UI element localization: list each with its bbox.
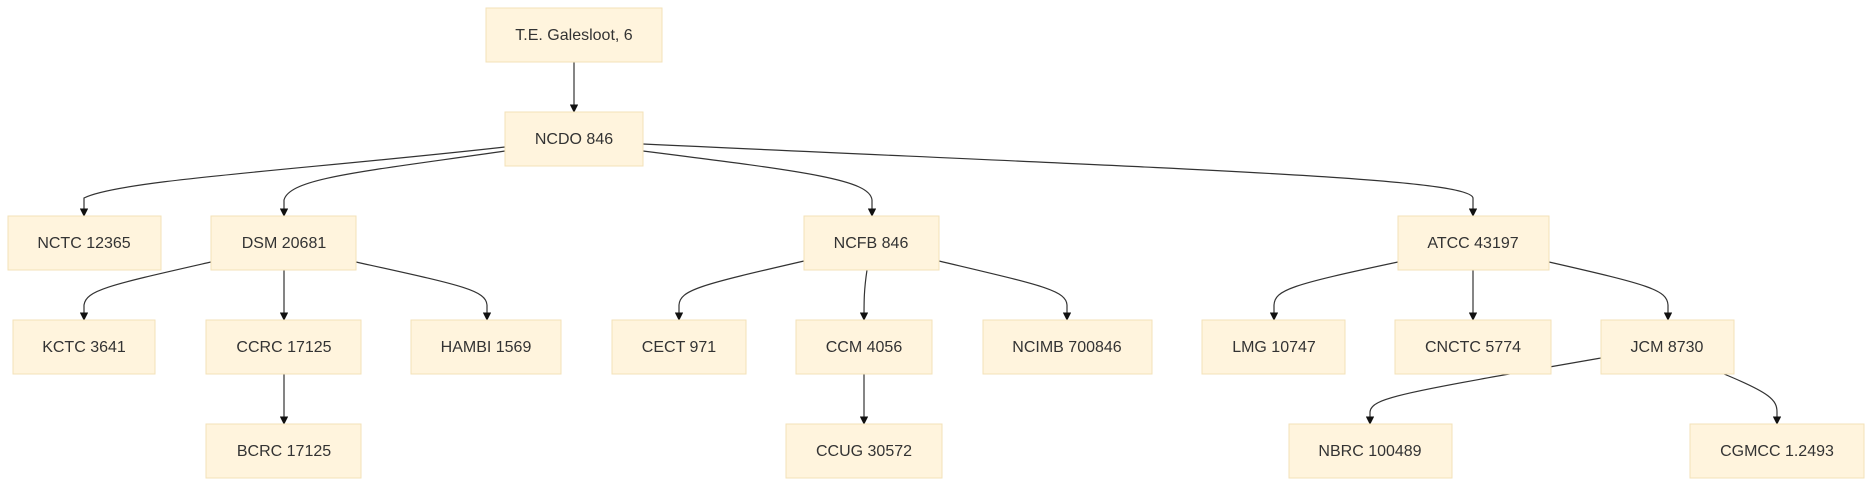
node-label: CGMCC 1.2493 — [1720, 443, 1834, 460]
node-cect971: CECT 971 — [611, 319, 747, 375]
node-label: BCRC 17125 — [237, 443, 331, 460]
node-label: JCM 8730 — [1631, 339, 1704, 356]
edge-ncfb846-cect971 — [674, 260, 805, 321]
node-nbrc100489: NBRC 100489 — [1288, 423, 1453, 479]
node-cgmcc12493: CGMCC 1.2493 — [1689, 423, 1865, 479]
node-label: CCM 4056 — [826, 339, 903, 356]
edge-atcc43197-jcm8730 — [1548, 261, 1673, 321]
edge-ncfb846-ncimb700846 — [938, 260, 1072, 321]
node-ccm4056: CCM 4056 — [795, 319, 933, 375]
edge-ncdo846-atcc43197 — [642, 143, 1478, 217]
node-ccug30572: CCUG 30572 — [785, 423, 943, 479]
node-label: LMG 10747 — [1232, 339, 1316, 356]
node-label: T.E. Galesloot, 6 — [515, 27, 632, 44]
node-lmg10747: LMG 10747 — [1201, 319, 1346, 375]
node-ncimb700846: NCIMB 700846 — [982, 319, 1153, 375]
node-label: NCFB 846 — [834, 235, 909, 252]
node-label: NBRC 100489 — [1318, 443, 1421, 460]
nodes-layer: T.E. Galesloot, 6 NCDO 846 NCTC 12365 DS… — [7, 7, 1865, 479]
node-label: NCTC 12365 — [37, 235, 130, 252]
edge-dsm20681-kctc3641 — [79, 261, 212, 321]
node-label: CNCTC 5774 — [1425, 339, 1521, 356]
node-label: NCIMB 700846 — [1012, 339, 1121, 356]
node-label: CCRC 17125 — [236, 339, 331, 356]
node-jcm8730: JCM 8730 — [1600, 319, 1735, 375]
edge-ncdo846-ncfb846 — [642, 150, 877, 217]
node-bcrc17125: BCRC 17125 — [205, 423, 362, 479]
node-atcc43197: ATCC 43197 — [1397, 215, 1550, 271]
node-label: KCTC 3641 — [42, 339, 126, 356]
node-nctc12365: NCTC 12365 — [7, 215, 162, 271]
node-ncdo846: NCDO 846 — [504, 111, 644, 167]
node-dsm20681: DSM 20681 — [210, 215, 357, 271]
edge-atcc43197-lmg10747 — [1269, 261, 1399, 321]
edges-layer — [79, 62, 1782, 425]
node-label: CCUG 30572 — [816, 443, 912, 460]
node-label: DSM 20681 — [242, 235, 327, 252]
node-ccrc17125: CCRC 17125 — [205, 319, 362, 375]
edge-dsm20681-hambi1569 — [355, 261, 492, 321]
edge-ncdo846-dsm20681 — [279, 150, 506, 217]
node-cnctc5774: CNCTC 5774 — [1394, 319, 1552, 375]
node-label: ATCC 43197 — [1427, 235, 1518, 252]
node-ncfb846: NCFB 846 — [803, 215, 940, 271]
node-kctc3641: KCTC 3641 — [12, 319, 156, 375]
node-label: HAMBI 1569 — [441, 339, 532, 356]
edge-jcm8730-cgmcc12493 — [1723, 373, 1782, 425]
node-galesloot: T.E. Galesloot, 6 — [485, 7, 663, 63]
edge-ncdo846-nctc12365 — [79, 146, 506, 217]
node-hambi1569: HAMBI 1569 — [410, 319, 562, 375]
node-label: NCDO 846 — [535, 131, 613, 148]
edge-ncfb846-ccm4056 — [859, 269, 869, 321]
node-label: CECT 971 — [642, 339, 717, 356]
